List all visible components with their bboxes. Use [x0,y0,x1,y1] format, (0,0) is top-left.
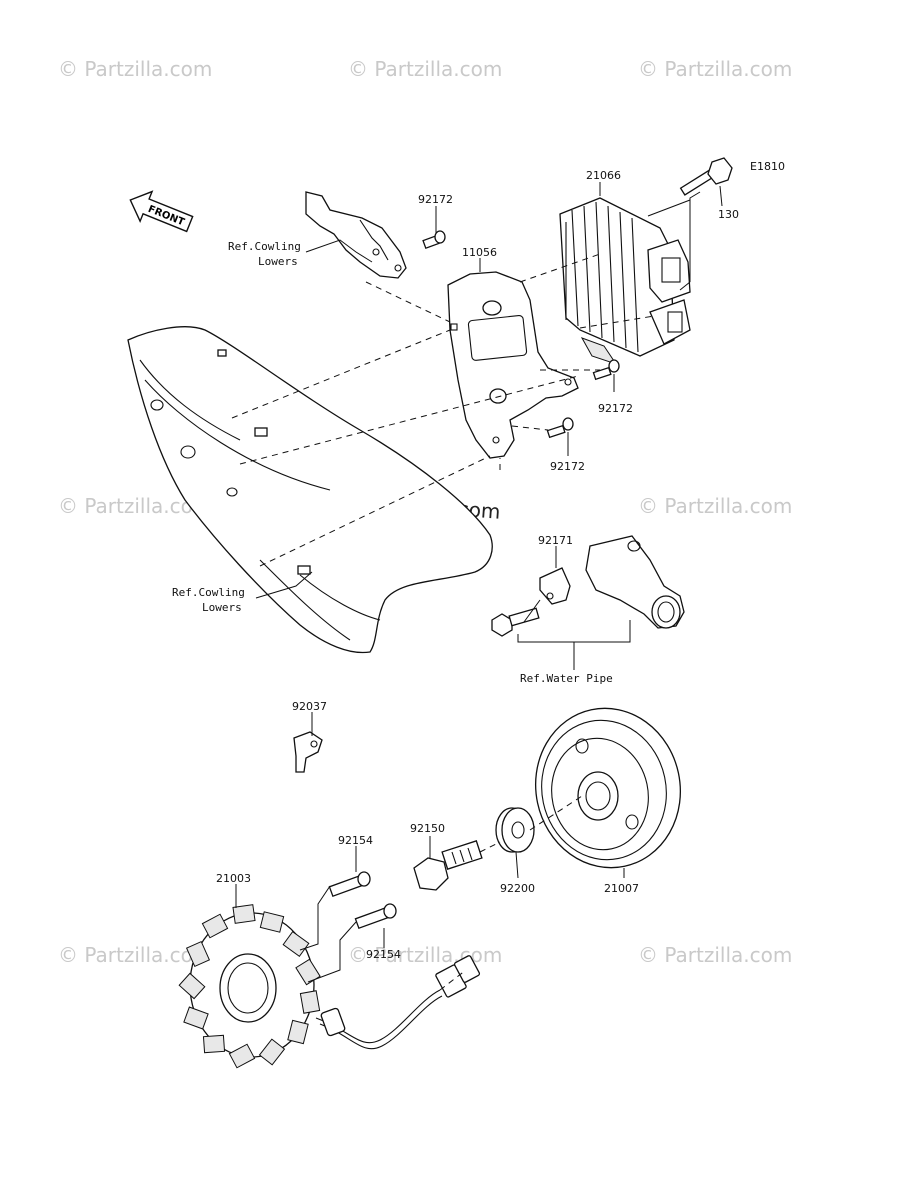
label-92200: 92200 [500,882,535,895]
label-21007: 21007 [604,882,639,895]
cowling-lowers-illustration [127,326,493,654]
bolt-water-pipe [491,607,540,637]
watermark: © Partzilla.com [638,943,792,967]
ref-water-pipe: Ref.Water Pipe [520,672,613,685]
water-pipe-ref [585,535,685,629]
watermark: © Partzilla.com [348,57,502,81]
mount-plate-11056 [447,271,579,459]
bolt-92154-low [354,903,397,930]
ref-cowling-top-line2: Lowers [258,255,298,268]
label-92150: 92150 [410,822,445,835]
bolt-92172-low [546,417,574,439]
watermark: © Partzilla.com [58,57,212,81]
cowling-bracket [305,191,407,279]
ref-cowling-top-line1: Ref.Cowling [228,240,301,253]
bolt-92172-mid [592,359,620,381]
watermark: © Partzilla.com [638,57,792,81]
label-130: 130 [718,208,739,221]
label-92037: 92037 [292,700,327,713]
part-labels: 21066 130 92172 11056 92172 92172 92171 … [216,169,739,961]
bolt-92172-top [422,230,446,249]
watermark: © Partzilla.com [348,943,502,967]
label-92154-low: 92154 [366,948,401,961]
washer-92200 [495,807,535,853]
label-21003: 21003 [216,872,251,885]
label-92172-mid: 92172 [598,402,633,415]
bolt-92150 [413,840,483,891]
front-arrow-icon: FRONT [129,190,194,233]
diagram-code: E1810 [750,160,785,173]
stator-wire-harness [315,955,481,1050]
label-92154-top: 92154 [338,834,373,847]
regulator-rectifier-21066 [559,197,691,365]
label-92172-top: 92172 [418,193,453,206]
bolt-92154-top [328,871,371,898]
ref-cowling-bottom-line1: Ref.Cowling [172,586,245,599]
stator-21003 [178,904,321,1069]
label-92171: 92171 [538,534,573,547]
rotor-21007 [534,707,682,869]
bolt-130 [679,157,733,196]
clip-92037 [293,731,323,773]
ref-cowling-bottom-line2: Lowers [202,601,242,614]
label-92172-low: 92172 [550,460,585,473]
label-11056: 11056 [462,246,497,259]
label-21066: 21066 [586,169,621,182]
leader-lines [231,182,723,991]
watermark: © Partzilla.com [58,943,212,967]
clamp-92171 [539,567,571,605]
watermark: © Partzilla.com [638,494,792,518]
reference-labels: Ref.Cowling Lowers Ref.Cowling Lowers Re… [172,240,613,685]
